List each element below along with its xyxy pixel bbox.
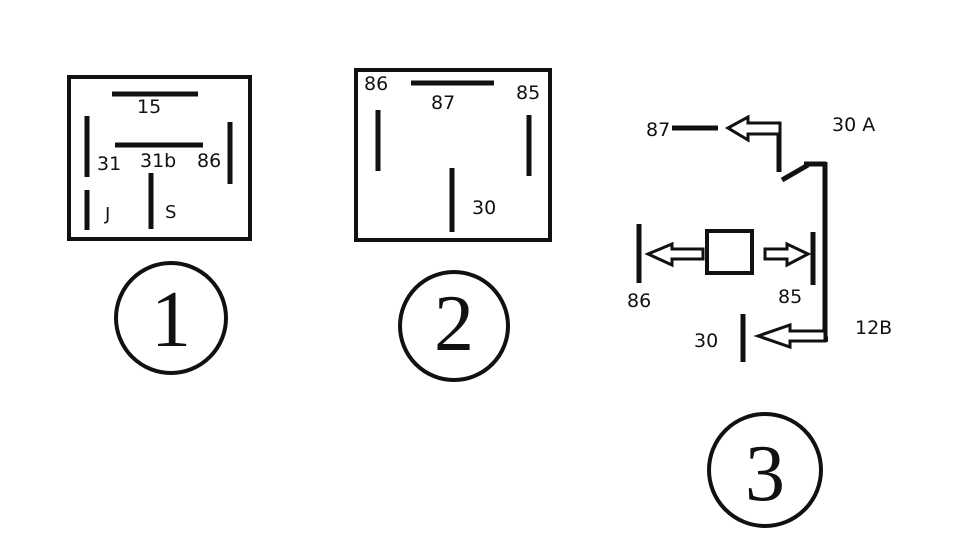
relay-2-housing	[354, 68, 552, 242]
relay-1-label-31: 31	[97, 153, 121, 175]
relay-1-label-j: J	[104, 204, 110, 225]
relay-3-arrow-86	[644, 241, 705, 268]
relay-diagram-2: 86 87 85 30 2	[354, 68, 552, 382]
relay-diagram-1: 15 31 31b 86 J S 1	[67, 75, 252, 375]
relay-2-label-86: 86	[364, 73, 388, 95]
relay-2-number: 2	[434, 280, 474, 368]
relay-3-arrow-30	[753, 322, 827, 350]
relay-1-label-s: S	[165, 202, 176, 223]
relay-2-label-85: 85	[516, 82, 540, 104]
relay-3-switch-lever	[780, 162, 810, 183]
relay-2-number-circle	[398, 270, 510, 382]
relay-3-label-30: 30	[694, 330, 718, 352]
relay-2-label-87: 87	[431, 92, 455, 114]
relay-3-arrow-87	[724, 114, 782, 143]
relay-1-label-31b: 31b	[140, 150, 176, 172]
relay-1-label-15: 15	[137, 96, 161, 118]
relay-1-number: 1	[151, 276, 191, 364]
relay-1-number-circle	[114, 261, 228, 375]
relay-1-label-86: 86	[197, 150, 221, 172]
relay-3-arrow-85	[763, 241, 812, 268]
relay-3-label-12b: 12B	[855, 317, 892, 339]
relay-3-number-circle	[707, 412, 823, 528]
relay-3-label-87: 87	[646, 119, 670, 141]
relay-3-label-85: 85	[778, 286, 802, 308]
relay-3-label-86: 86	[627, 290, 651, 312]
relay-1-housing	[67, 75, 252, 241]
relay-3-number: 3	[745, 430, 785, 518]
relay-3-label-30a: 30 A	[832, 114, 875, 136]
relay-2-label-30: 30	[472, 197, 496, 219]
relay-diagram-3: 87 30 A 86 85 30 12B 3	[627, 114, 892, 528]
relay-3-coil	[705, 229, 754, 275]
